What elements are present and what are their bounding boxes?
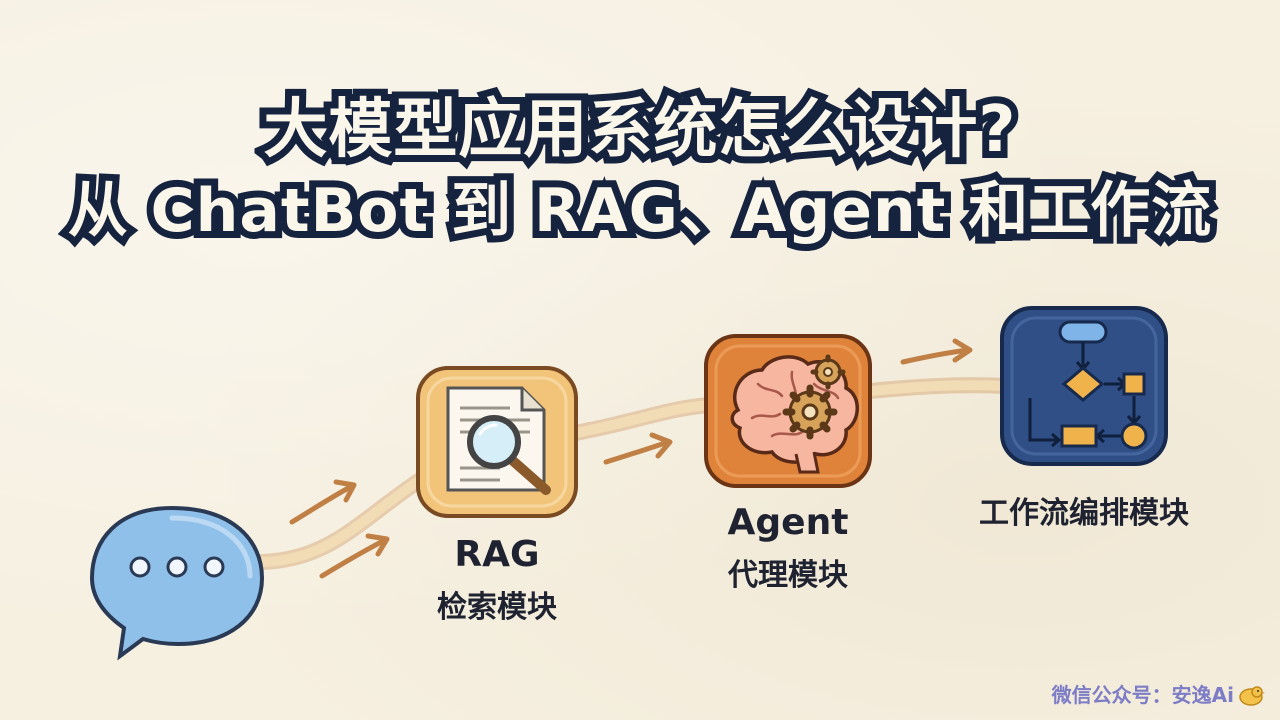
bird-logo-icon — [1239, 686, 1265, 706]
dot-1 — [129, 556, 151, 578]
dot-3 — [203, 556, 225, 578]
document-magnifier-icon — [416, 366, 578, 518]
watermark-text: 微信公众号：安逸Ai — [1051, 683, 1234, 707]
gear-icon-small — [810, 354, 846, 390]
dot-2 — [166, 556, 188, 578]
agent-sublabel: 代理模块 — [728, 558, 848, 593]
title-line-1: 大模型应用系统怎么设计? — [256, 86, 1022, 174]
arrow-2 — [319, 533, 390, 579]
brain-gears-icon — [704, 334, 872, 488]
flow-path — [257, 380, 1010, 567]
arrow-4 — [900, 338, 973, 365]
arrow-3 — [603, 432, 673, 465]
agent-label: Agent — [727, 502, 849, 543]
workflow-label: 工作流编排模块 — [979, 496, 1189, 531]
rag-sublabel: 检索模块 — [437, 590, 557, 625]
chat-bubble-icon — [89, 505, 265, 661]
arrow-1 — [289, 479, 357, 525]
gear-icon-large — [782, 384, 838, 440]
flowchart-icon — [1000, 306, 1168, 466]
rag-label: RAG — [454, 534, 540, 575]
title-line-2: 从 ChatBot 到 RAG、Agent 和工作流 — [61, 169, 1218, 253]
